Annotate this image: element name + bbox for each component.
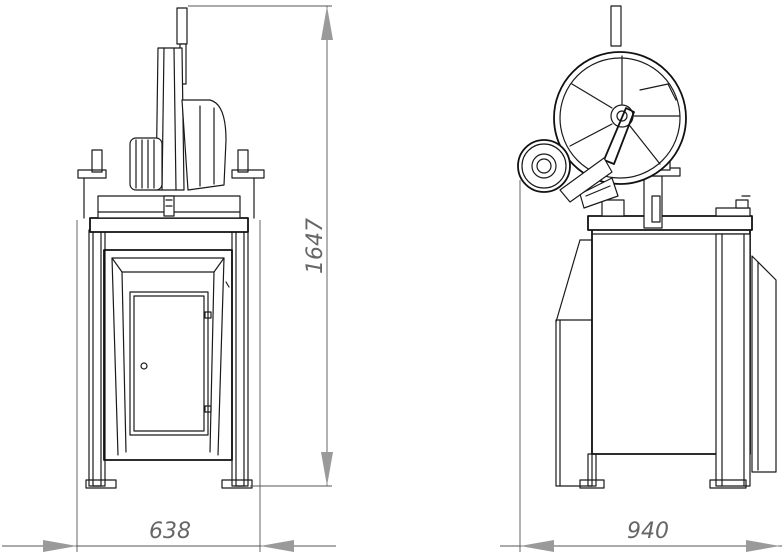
dimension-arrow-down-icon: [321, 452, 333, 486]
depth-dimension-label: 940: [627, 519, 669, 544]
dimension-arrow-right-icon: [746, 540, 780, 552]
front-saw-head: [129, 7, 227, 217]
height-dimension-label: 1647: [303, 218, 328, 274]
dimension-arrow-left-icon: [520, 540, 554, 552]
door-knob-icon: [140, 362, 148, 370]
side-saw-head: [553, 5, 687, 209]
side-depth-dimension: 940: [500, 180, 782, 552]
dimension-arrow-right-icon: [260, 540, 294, 552]
front-view: 1647 638: [2, 5, 336, 552]
front-width-dimension: 638: [2, 220, 336, 552]
side-view: 940: [500, 5, 782, 552]
dimension-arrow-up-icon: [321, 6, 333, 40]
front-cabinet: [103, 249, 233, 461]
front-height-dimension: 1647: [188, 5, 333, 487]
side-motor: [517, 139, 613, 203]
front-legs: [85, 229, 253, 489]
side-cabinet: [555, 227, 777, 489]
width-dimension-label: 638: [149, 519, 191, 544]
dimension-arrow-left-icon: [43, 540, 77, 552]
